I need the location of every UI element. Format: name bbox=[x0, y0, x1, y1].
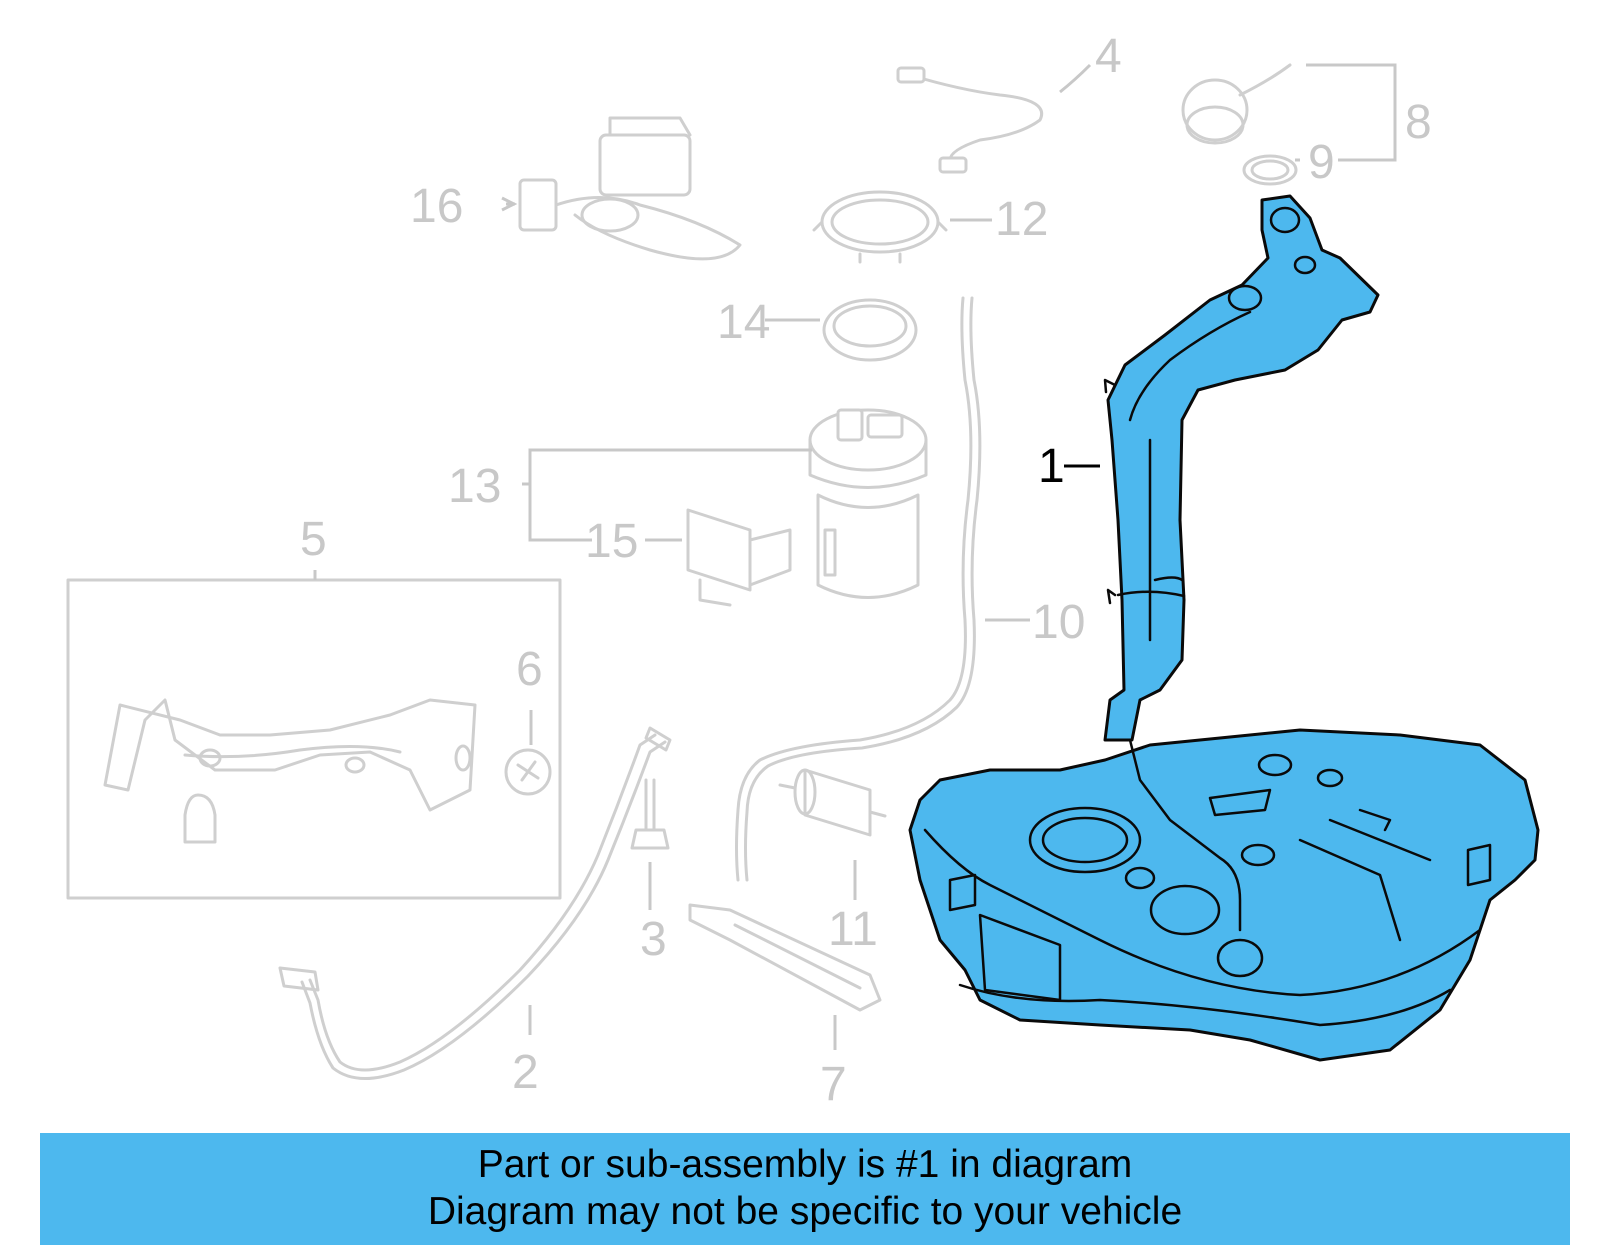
banner-line-1: Part or sub-assembly is #1 in diagram bbox=[477, 1143, 1133, 1187]
callout-7: 7 bbox=[820, 1058, 847, 1111]
part-9-gasket[interactable] bbox=[1242, 154, 1298, 186]
part-16-connector[interactable] bbox=[518, 116, 742, 261]
part-8-filler-cap[interactable] bbox=[1181, 63, 1292, 145]
part-5-heat-shield-box[interactable] bbox=[66, 578, 562, 900]
part-10-vent-line[interactable] bbox=[735, 296, 982, 882]
part-7-bracket[interactable] bbox=[688, 903, 882, 1012]
callout-10: 10 bbox=[1032, 596, 1085, 649]
callout-1: 1 bbox=[1038, 440, 1065, 493]
banner-line-2: Diagram may not be specific to your vehi… bbox=[427, 1190, 1183, 1233]
part-15-sender[interactable] bbox=[686, 508, 792, 607]
callout-3: 3 bbox=[640, 913, 667, 966]
callout-4: 4 bbox=[1095, 30, 1122, 83]
callout-15: 15 bbox=[585, 515, 638, 568]
part-6-clip[interactable] bbox=[504, 748, 552, 796]
callout-11: 11 bbox=[828, 903, 878, 956]
part-4-sensor-wire[interactable] bbox=[896, 66, 1043, 174]
info-banner: Part or sub-assembly is #1 in diagram Di… bbox=[40, 1133, 1570, 1245]
callout-8: 8 bbox=[1405, 96, 1432, 149]
part-2-strap[interactable] bbox=[278, 726, 672, 1080]
part-3-bolt[interactable] bbox=[630, 778, 670, 850]
part-14-seal[interactable] bbox=[822, 298, 918, 362]
part-1-fuel-tank[interactable] bbox=[908, 194, 1540, 1062]
callout-14: 14 bbox=[717, 296, 770, 349]
callout-6: 6 bbox=[516, 643, 543, 696]
callout-9: 9 bbox=[1308, 136, 1335, 189]
callout-13: 13 bbox=[448, 460, 501, 513]
part-12-lock-ring[interactable] bbox=[812, 190, 948, 264]
part-11-fuel-filter[interactable] bbox=[778, 768, 887, 837]
callout-2: 2 bbox=[512, 1046, 539, 1099]
callout-5: 5 bbox=[300, 513, 327, 566]
callout-12: 12 bbox=[995, 193, 1048, 246]
callout-16: 16 bbox=[410, 180, 463, 233]
leader-lines bbox=[313, 63, 1397, 1050]
part-13-fuel-pump-module[interactable] bbox=[808, 408, 928, 599]
